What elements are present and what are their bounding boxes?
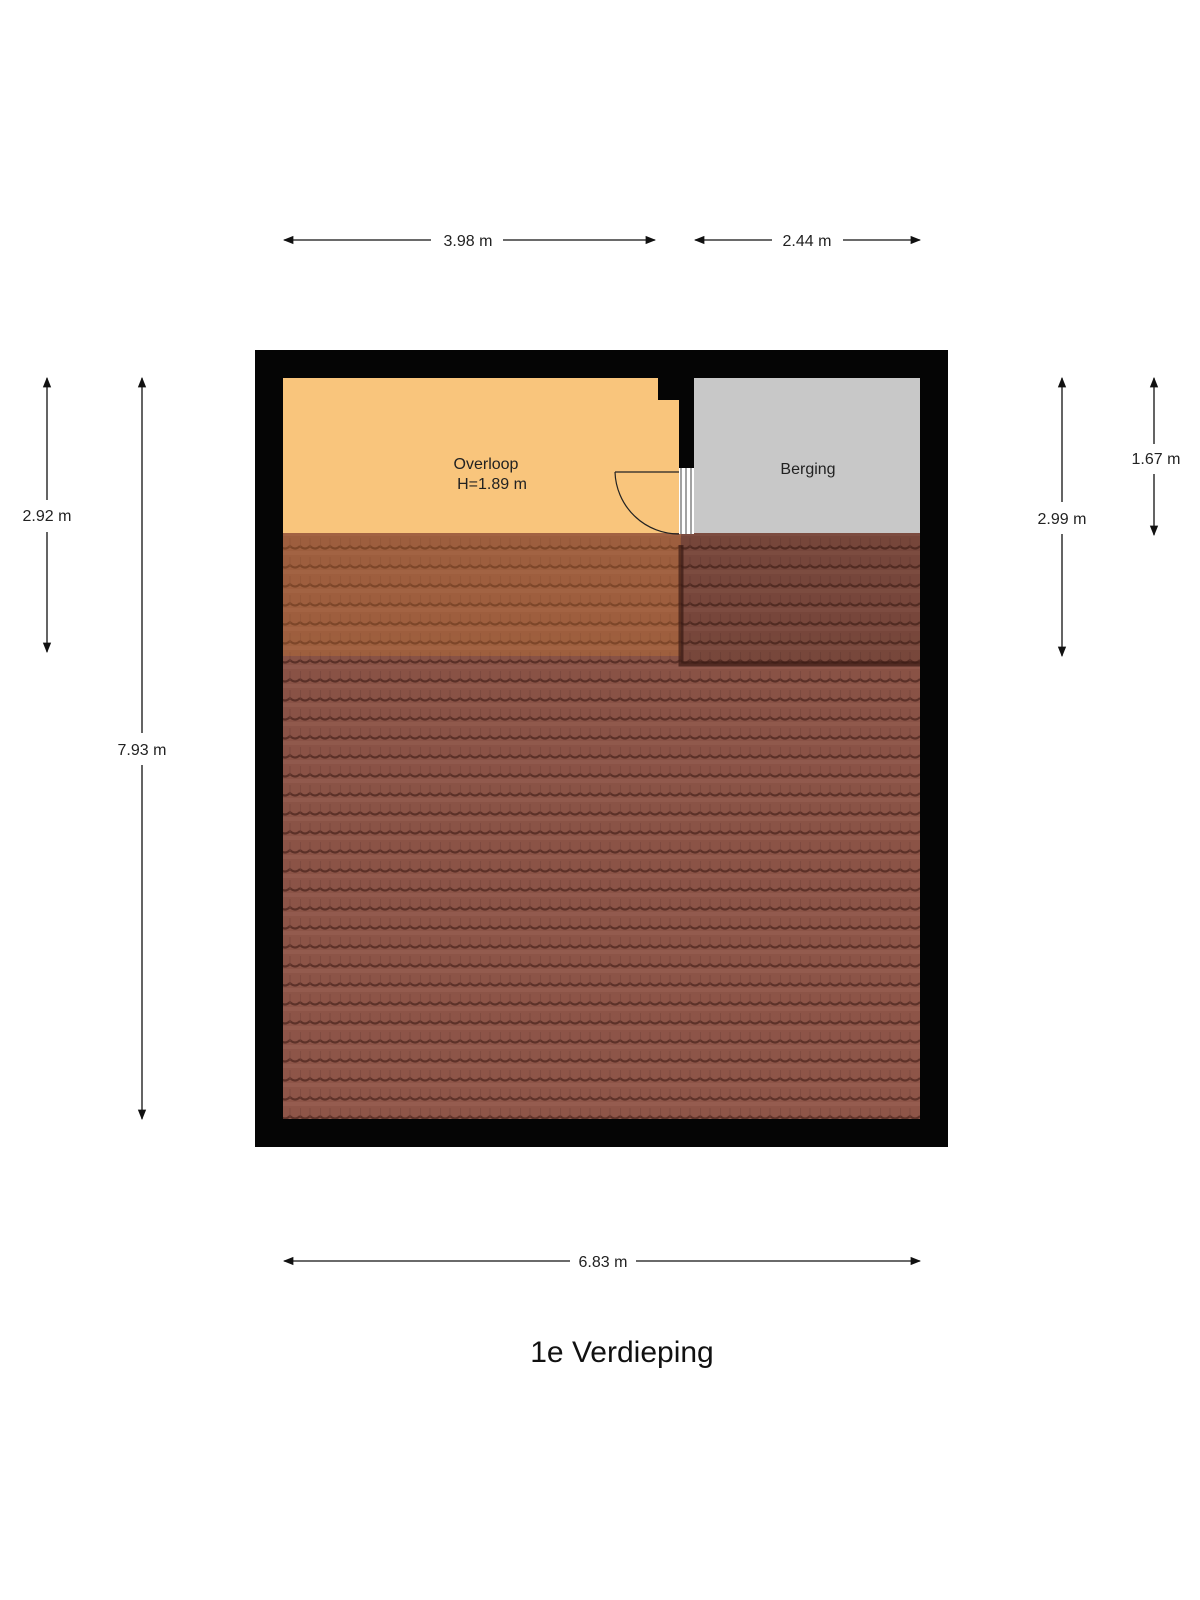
roof-shading <box>283 533 920 1119</box>
berging-under-roof <box>681 533 920 664</box>
wall-notch <box>658 378 679 400</box>
overloop-room <box>283 378 679 534</box>
dimension-right-outer: 1.67 m <box>1132 376 1181 537</box>
overloop-under-roof <box>283 533 681 656</box>
dimension-left-outer: 2.92 m <box>23 376 72 654</box>
dimension-top-right: 2.44 m <box>693 233 922 250</box>
dimension-label-bottom: 6.83 m <box>579 1254 628 1271</box>
dimension-label-top-left: 3.98 m <box>444 233 493 250</box>
overloop-height: H=1.89 m <box>457 476 527 493</box>
dimension-label-right-outer: 1.67 m <box>1132 451 1181 468</box>
berging-under-roof-outline <box>678 545 920 667</box>
door-swing-icon <box>614 468 694 535</box>
dimension-bottom: 6.83 m <box>282 1254 922 1271</box>
dimension-label-right-inner: 2.99 m <box>1038 511 1087 528</box>
dimension-left-inner: 7.93 m <box>118 376 167 1121</box>
dimension-right-inner: 2.99 m <box>1038 376 1087 658</box>
dimension-top-left: 3.98 m <box>282 233 657 250</box>
berging-room <box>694 378 920 534</box>
berging-name: Berging <box>780 461 835 478</box>
dimension-label-left-outer: 2.92 m <box>23 508 72 525</box>
floor-title: 1e Verdieping <box>530 1336 714 1369</box>
dimension-label-left-inner: 7.93 m <box>118 742 167 759</box>
overloop-name: Overloop <box>454 456 519 473</box>
dimension-label-top-right: 2.44 m <box>783 233 832 250</box>
